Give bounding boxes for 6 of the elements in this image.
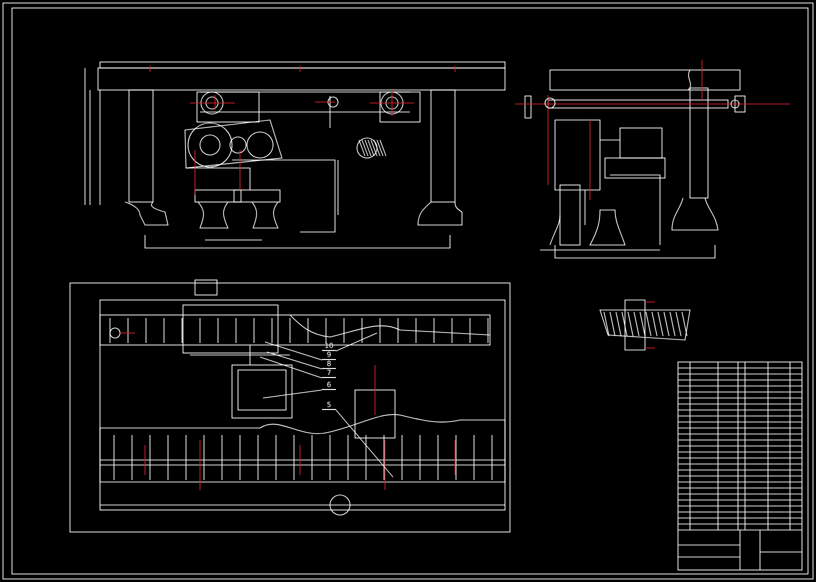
leader-line [264,342,322,360]
leader-line [336,332,378,352]
leader-line [336,410,394,478]
leader-line [266,352,322,370]
leader-line [262,390,322,398]
leader-line [260,356,322,378]
